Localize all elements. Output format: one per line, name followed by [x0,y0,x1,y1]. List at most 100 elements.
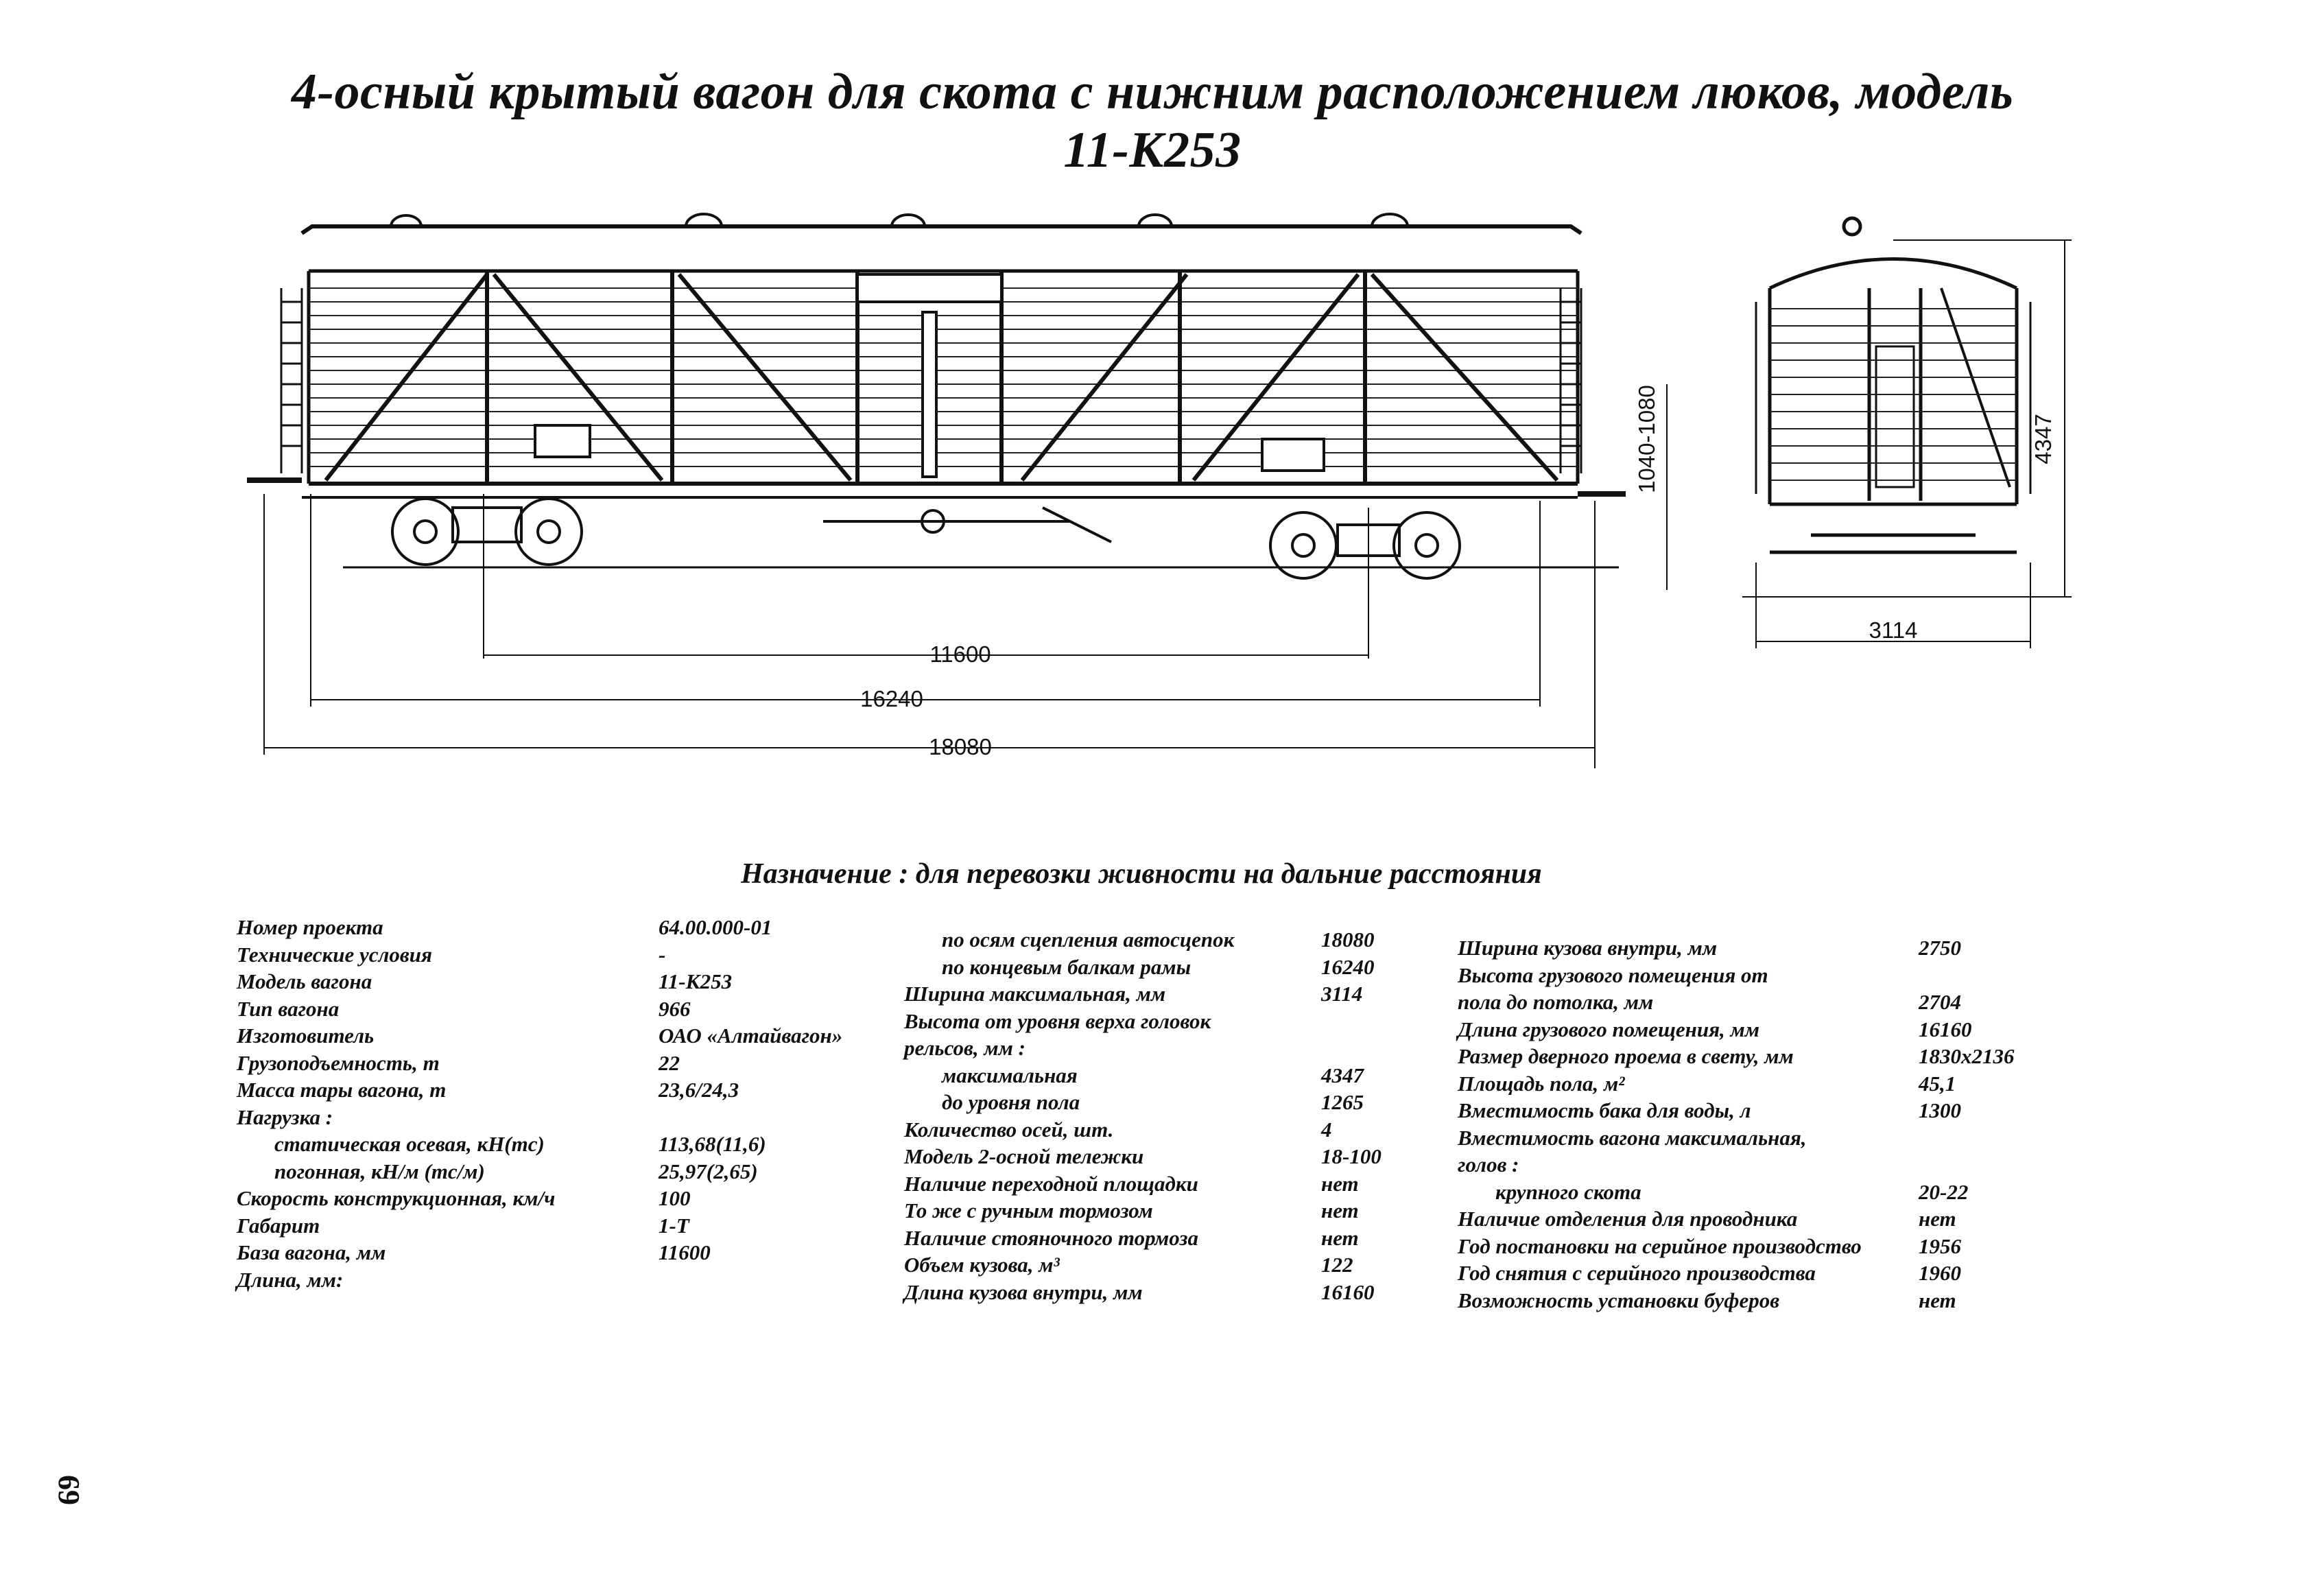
spec-row: Длина, мм: [237,1266,888,1294]
spec-row: погонная, кН/м (тс/м) 25,97(2,65) [237,1158,888,1185]
spec-value: 16160 [1321,1279,1375,1304]
spec-value: 22 [659,1050,680,1075]
spec-row: крупного скота 20-22 [1458,1179,2054,1206]
spec-row: Длина грузового помещения, мм 16160 [1458,1016,2054,1043]
spec-value: 1300 [1919,1098,1961,1122]
spec-value: 23,6/24,3 [659,1078,739,1102]
spec-label: Грузоподъемность, т [237,1050,440,1075]
spec-label: статическая осевая, кН(тс) [274,1132,545,1156]
spec-row: пола до потолка, мм 2704 [1458,989,2054,1016]
spec-label: Ширина максимальная, мм [904,982,1166,1006]
spec-row: Технические условия - [237,941,888,969]
spec-label: до уровня пола [942,1090,1080,1114]
spec-label: пола до потолка, мм [1458,990,1654,1014]
spec-value: 16240 [1321,954,1375,979]
spec-label: крупного скота [1495,1179,1641,1204]
spec-row: Наличие отделения для проводника нет [1458,1205,2054,1233]
spec-row: Тип вагона 966 [237,995,888,1023]
spec-value: 20-22 [1919,1179,1969,1204]
spec-row: База вагона, мм 11600 [237,1239,888,1266]
spec-value: - [659,942,666,967]
spec-value: 4 [1321,1117,1332,1142]
spec-value: 2750 [1919,936,1961,960]
spec-value: 25,97(2,65) [659,1159,758,1183]
spec-label: Длина грузового помещения, мм [1458,1017,1760,1041]
spec-value: 113,68(11,6) [659,1132,766,1156]
dim-coupler-length: 18080 [929,734,992,759]
spec-value: 1-Т [659,1213,689,1238]
spec-label: Наличие стояночного тормоза [904,1225,1198,1250]
spec-value: 16160 [1919,1017,1972,1041]
spec-row: Скорость конструкционная, км/ч 100 [237,1185,888,1212]
spec-row: Масса тары вагона, т 23,6/24,3 [237,1076,888,1104]
spec-value: 966 [659,996,691,1021]
spec-label: Площадь пола, м² [1458,1071,1625,1096]
spec-label: Количество осей, шт. [904,1117,1114,1142]
spec-label: Номер проекта [237,915,383,939]
spec-label: максимальная [942,1063,1078,1087]
spec-value: 64.00.000-01 [659,915,772,939]
dim-width: 3114 [1869,617,1918,643]
spec-value: 122 [1321,1253,1353,1277]
spec-label: Год снятия с серийного производства [1458,1261,1816,1285]
spec-value: 18-100 [1321,1144,1382,1168]
spec-value: 45,1 [1919,1071,1956,1096]
spec-label: Возможность установки буферов [1458,1288,1780,1312]
spec-row: Грузоподъемность, т 22 [237,1050,888,1077]
dim-base: 11600 [929,641,991,667]
spec-label: Высота грузового помещения от [1458,962,1768,987]
spec-label: Вместимость бака для воды, л [1458,1098,1751,1122]
spec-label: Скорость конструкционная, км/ч [237,1186,556,1210]
spec-label: погонная, кН/м (тс/м) [274,1159,485,1183]
spec-row: Наличие переходной площадки нет [904,1170,1453,1198]
spec-label: Наличие отделения для проводника [1458,1207,1798,1231]
spec-label: Наличие переходной площадки [904,1171,1198,1196]
spec-value: 1956 [1919,1233,1961,1258]
spec-label: Размер дверного проема в свету, мм [1458,1044,1794,1068]
spec-row: статическая осевая, кН(тс) 113,68(11,6) [237,1131,888,1158]
spec-value: 1960 [1919,1261,1961,1285]
spec-label: рельсов, мм : [904,1036,1025,1060]
spec-row: Габарит 1-Т [237,1212,888,1240]
spec-value: нет [1321,1171,1359,1196]
spec-label: Масса тары вагона, т [237,1078,447,1102]
spec-value: нет [1919,1288,1956,1312]
spec-value: 11-К253 [659,969,733,993]
spec-row: Площадь пола, м² 45,1 [1458,1070,2054,1098]
spec-value: 3114 [1321,982,1363,1006]
spec-value: 11600 [659,1240,711,1264]
spec-label: Нагрузка : [237,1104,333,1129]
spec-label: Технические условия [237,942,432,967]
spec-value: 18080 [1321,928,1375,952]
spec-label: Год постановки на серийное производство [1458,1233,1862,1258]
spec-row: Вместимость вагона максимальная, [1458,1124,2054,1152]
spec-value: 100 [659,1186,691,1210]
spec-label: База вагона, мм [237,1240,386,1264]
spec-value: нет [1919,1207,1956,1231]
spec-row: Высота от уровня верха головок [904,1008,1453,1035]
dim-hatch-height: 1040-1080 [1634,385,1659,493]
wagon-drawing: 11600 16240 18080 1040-1080 4347 3114 [247,213,2072,768]
page-number: 69 [52,1475,86,1505]
dim-frame-length: 16240 [860,686,923,711]
spec-value: 2704 [1919,990,1961,1014]
spec-row: рельсов, мм : [904,1035,1453,1062]
spec-row: голов : [1458,1151,2054,1179]
spec-label: Габарит [237,1213,320,1238]
spec-row: Возможность установки буферов нет [1458,1287,2054,1314]
spec-label: Тип вагона [237,996,340,1021]
spec-row: Год снятия с серийного производства 1960 [1458,1260,2054,1287]
